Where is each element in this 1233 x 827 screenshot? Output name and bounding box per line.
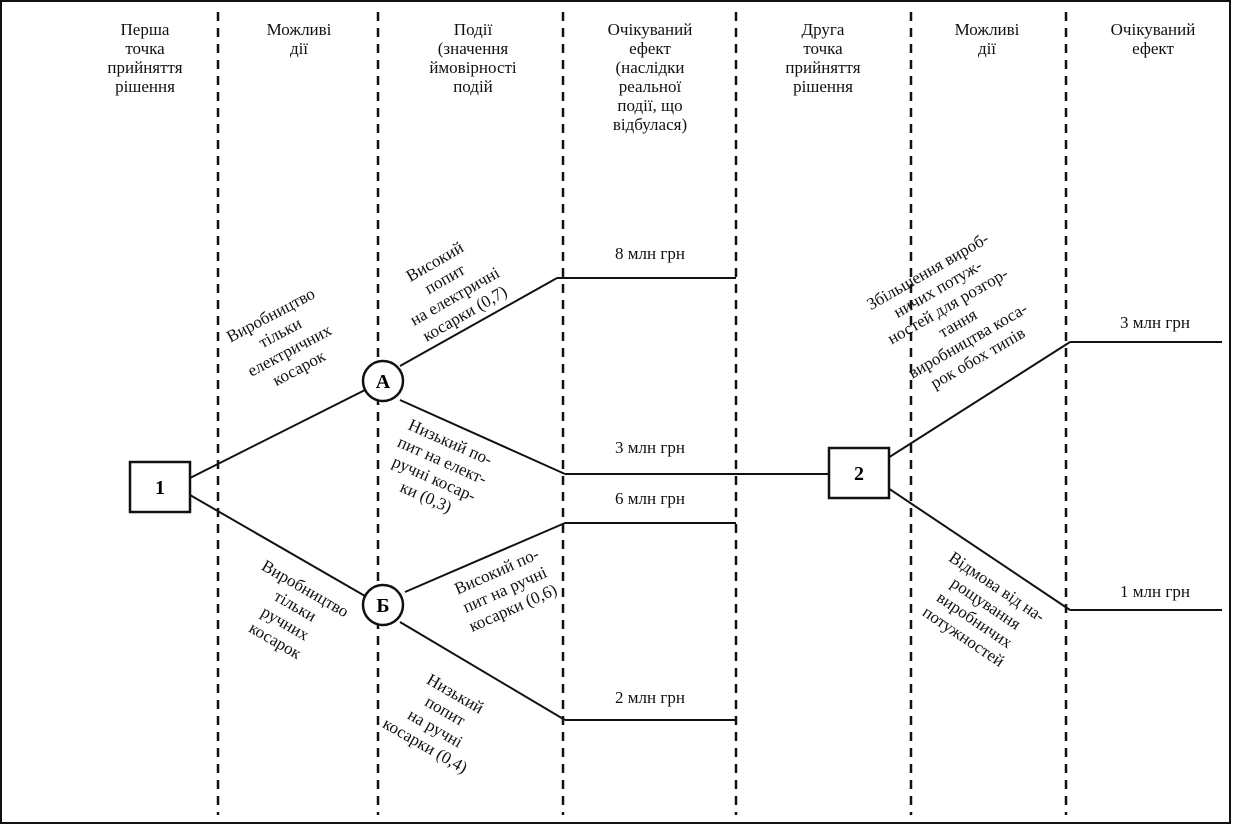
column-header-second-decision: Друга точка прийняття рішення (785, 20, 861, 96)
column-header-expected-effect-2: Очікуваний ефект (1110, 20, 1196, 58)
branch-1-to-B (189, 494, 366, 597)
outcome-8-value: 8 млн грн (615, 244, 685, 263)
outcome-3-value: 3 млн грн (615, 438, 685, 457)
branch-2-refuse (887, 487, 1071, 611)
decision-node-2 (827, 446, 891, 500)
decision-node-1 (128, 460, 192, 514)
branch-B-high (404, 522, 566, 593)
branch-1-to-A (189, 389, 366, 479)
decision-node-2-label: 2 (854, 463, 864, 485)
decision-node-1-label: 1 (155, 477, 165, 499)
branch-A-high (399, 277, 558, 367)
event-node-A (361, 359, 405, 403)
outcome-3b-value: 3 млн грн (1120, 313, 1190, 332)
column-header-first-decision: Перша точка прийняття рішення (107, 20, 183, 96)
branch-A-low (399, 399, 566, 475)
column-header-events: Події (значення ймовірності подій (429, 20, 517, 96)
outcome-2-value: 2 млн грн (615, 688, 685, 707)
outcome-6-value: 6 млн грн (615, 489, 685, 508)
outcome-1-value: 1 млн грн (1120, 582, 1190, 601)
branches (189, 277, 1222, 721)
event-node-A-label: А (376, 371, 391, 393)
column-dividers (216, 12, 1068, 815)
event-node-B (361, 583, 405, 627)
column-header-possible-actions: Можливі дії (266, 20, 332, 58)
branch-B-low (399, 621, 566, 721)
column-header-expected-effect: Очікуваний ефект (наслідки реальної поді… (607, 20, 693, 134)
event-node-B-label: Б (376, 595, 389, 617)
column-header-possible-actions-2: Можливі дії (954, 20, 1020, 58)
branch-2-expand (887, 341, 1071, 459)
